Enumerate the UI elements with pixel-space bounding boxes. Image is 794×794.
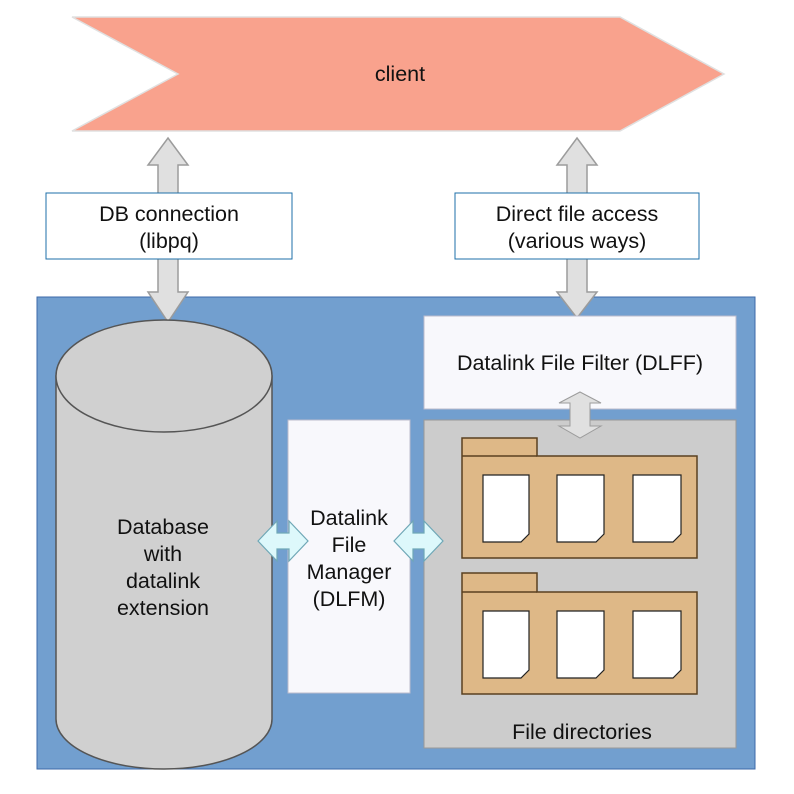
file-icon: [632, 474, 682, 543]
dlfm-label-line3: Manager: [307, 560, 392, 584]
dlfm-box: [287, 419, 411, 694]
db-connection-line1: DB connection: [99, 202, 239, 226]
database-cylinder: [55, 319, 273, 770]
db-connection-line2: (libpq): [139, 229, 199, 253]
database-label-line1: Database: [117, 515, 209, 539]
database-label-line2: with: [143, 542, 182, 566]
database-label-line4: extension: [117, 596, 209, 620]
dlff-files-arrow: [557, 391, 603, 439]
file-icon: [556, 610, 605, 679]
client-banner: [71, 16, 726, 132]
dlfm-label-line1: Datalink: [310, 506, 388, 530]
db-connection-box: [45, 192, 293, 260]
dlfm-label-line4: (DLFM): [313, 587, 386, 611]
direct-file-access-line1: Direct file access: [496, 202, 659, 226]
database-label-line3: datalink: [126, 569, 200, 593]
direct-file-access-box: [454, 192, 700, 260]
direct-file-access-line2: (various ways): [508, 229, 647, 253]
database-dlfm-arrow: [257, 519, 309, 563]
file-icon: [482, 610, 530, 679]
file-directories-label: File directories: [512, 720, 652, 744]
dlff-label: Datalink File Filter (DLFF): [457, 351, 703, 375]
file-icon: [632, 610, 682, 679]
file-icon: [482, 474, 530, 543]
client-label: client: [375, 62, 425, 86]
dlfm-label-line2: File: [332, 533, 367, 557]
file-icon: [556, 474, 605, 543]
dlfm-files-arrow: [393, 519, 444, 563]
